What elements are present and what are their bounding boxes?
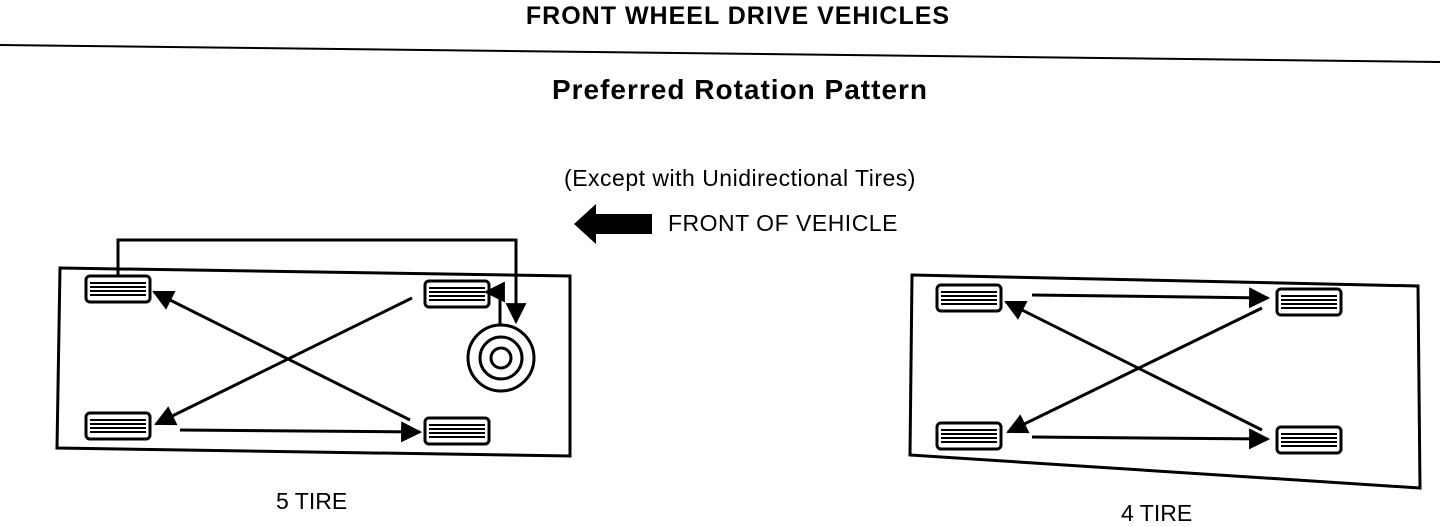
page-subtitle: Preferred Rotation Pattern [551,74,929,105]
tire-left-rear-4 [935,283,1003,313]
tire-left-front-5 [423,279,491,309]
title-divider [0,44,1441,63]
four-tire-label: 4 TIRE [1121,500,1193,526]
tire-right-front-5 [423,416,491,446]
page-title: FRONT WHEEL DRIVE VEHICLES [525,2,951,30]
front-of-vehicle-label: FRONT OF VEHICLE [668,210,898,236]
arrow-diag-to-left-rear-5 [152,290,411,422]
arrow-spare-to-front [483,281,505,325]
tire-left-front-4 [1275,287,1343,317]
arrow-diag-to-right-rear-4 [1006,306,1263,434]
arrow-left-icon [574,204,652,244]
vehicle-body-4 [908,273,1422,490]
four-tire-diagram [908,273,1422,490]
arrow-right-rear-to-front-5 [179,421,423,443]
tire-right-front-4 [1275,425,1343,455]
arrow-diag-to-left-rear-4 [1004,300,1263,432]
arrow-rear-to-spare [116,238,527,325]
tire-left-rear-5 [84,274,152,304]
arrow-bottom-rear-to-front-4 [1031,428,1271,450]
arrow-diag-to-right-rear-5 [154,296,413,426]
arrow-top-rear-to-front-4 [1031,287,1271,309]
five-tire-diagram [55,238,572,458]
spare-tire [466,323,536,393]
five-tire-label: 5 TIRE [276,488,348,514]
vehicle-body-5 [55,266,572,458]
exception-note: (Except with Unidirectional Tires) [564,165,916,191]
tire-right-rear-4 [935,421,1003,451]
tire-right-rear-5 [84,411,152,441]
